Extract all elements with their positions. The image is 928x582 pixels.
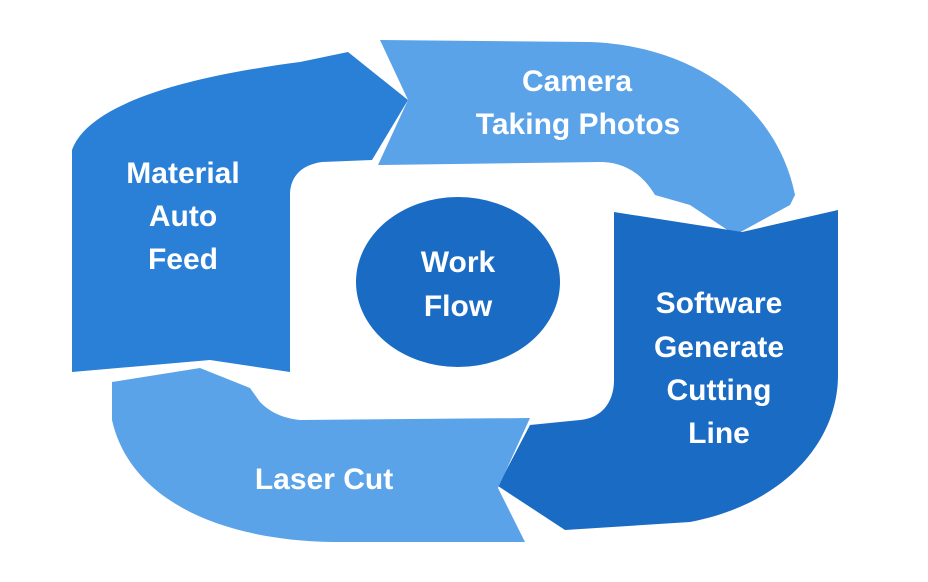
feed-arrow-shape [72,52,408,372]
software-label-line2: Generate [654,331,784,364]
feed-label-line2: Auto [149,200,217,233]
camera-arrow-shape [378,40,795,235]
camera-label-line2: Taking Photos [476,108,680,141]
center-label-line1: Work [421,246,496,279]
center-circle [356,197,560,367]
feed-label-line1: Material [126,157,239,190]
laser-arrow-shape [112,368,530,542]
laser-label: Laser Cut [255,463,393,496]
software-arrow-shape [498,210,838,530]
camera-label-line1: Camera [522,65,632,98]
software-label-line3: Cutting [667,374,772,407]
feed-label-line3: Feed [148,243,218,276]
software-label-line1: Software [656,287,783,320]
center-label-line2: Flow [424,290,493,323]
software-label-line4: Line [688,417,750,450]
